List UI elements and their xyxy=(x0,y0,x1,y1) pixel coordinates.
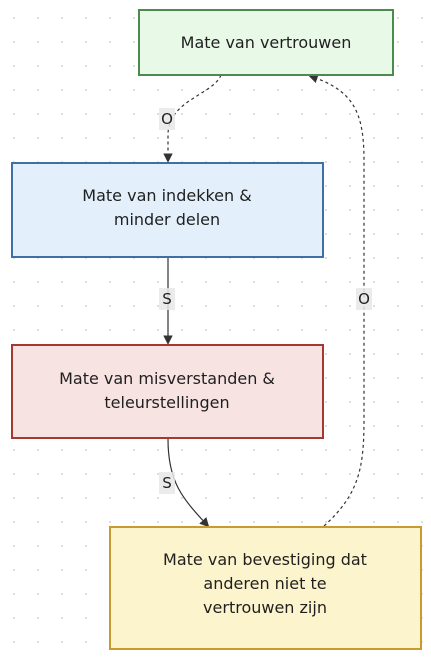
node-misunderstanding[interactable]: Mate van misverstanden & teleurstellingen xyxy=(11,344,324,439)
node-hedging[interactable]: Mate van indekken & minder delen xyxy=(11,162,324,258)
edge-confirmation-to-trust xyxy=(308,73,365,527)
node-confirmation[interactable]: Mate van bevestiging dat anderen niet te v… xyxy=(109,526,422,650)
edge-label-bg-confirmation-trust xyxy=(356,288,372,310)
node-misunderstanding-text: Mate van misverstanden & teleurstellingen xyxy=(59,369,275,412)
node-hedging-text: Mate van indekken & minder delen xyxy=(82,186,251,229)
edge-label-bg-trust-hedging xyxy=(159,108,175,130)
node-misunderstanding-line-2: teleurstellingen xyxy=(104,393,229,412)
node-trust-line-1: Mate van vertrouwen xyxy=(181,33,352,52)
edge-label-trust-hedging: O xyxy=(161,110,173,128)
edge-label-bg-hedging-misunderstanding xyxy=(159,288,175,310)
node-confirmation-line-1: Mate van bevestiging dat xyxy=(163,550,367,569)
nodes: Mate van vertrouwen Mate van indekken & m… xyxy=(11,9,422,650)
edge-label-hedging-misunderstanding: S xyxy=(162,290,172,308)
node-confirmation-line-2: anderen niet te xyxy=(203,574,326,593)
node-trust[interactable]: Mate van vertrouwen xyxy=(138,9,394,76)
node-hedging-line-1: Mate van indekken & xyxy=(82,186,251,205)
node-confirmation-box xyxy=(109,526,422,650)
node-misunderstanding-box xyxy=(11,344,324,439)
edges xyxy=(163,73,365,528)
edge-trust-to-hedging xyxy=(163,74,222,163)
node-hedging-line-2: minder delen xyxy=(114,210,220,229)
node-confirmation-text: Mate van bevestiging dat anderen niet te v… xyxy=(163,550,367,617)
node-trust-box xyxy=(138,9,394,76)
edge-label-bg-misunderstanding-confirmation xyxy=(159,472,175,494)
node-misunderstanding-line-1: Mate van misverstanden & xyxy=(59,369,275,388)
edge-label-confirmation-trust: O xyxy=(358,290,370,308)
node-hedging-box xyxy=(11,162,324,258)
edge-misunderstanding-to-confirmation xyxy=(167,438,210,528)
node-trust-text: Mate van vertrouwen xyxy=(181,33,352,52)
node-confirmation-line-3: vertrouwen zijn xyxy=(203,598,327,617)
edge-labels: O S S O xyxy=(159,108,372,494)
edge-label-misunderstanding-confirmation: S xyxy=(162,474,172,492)
